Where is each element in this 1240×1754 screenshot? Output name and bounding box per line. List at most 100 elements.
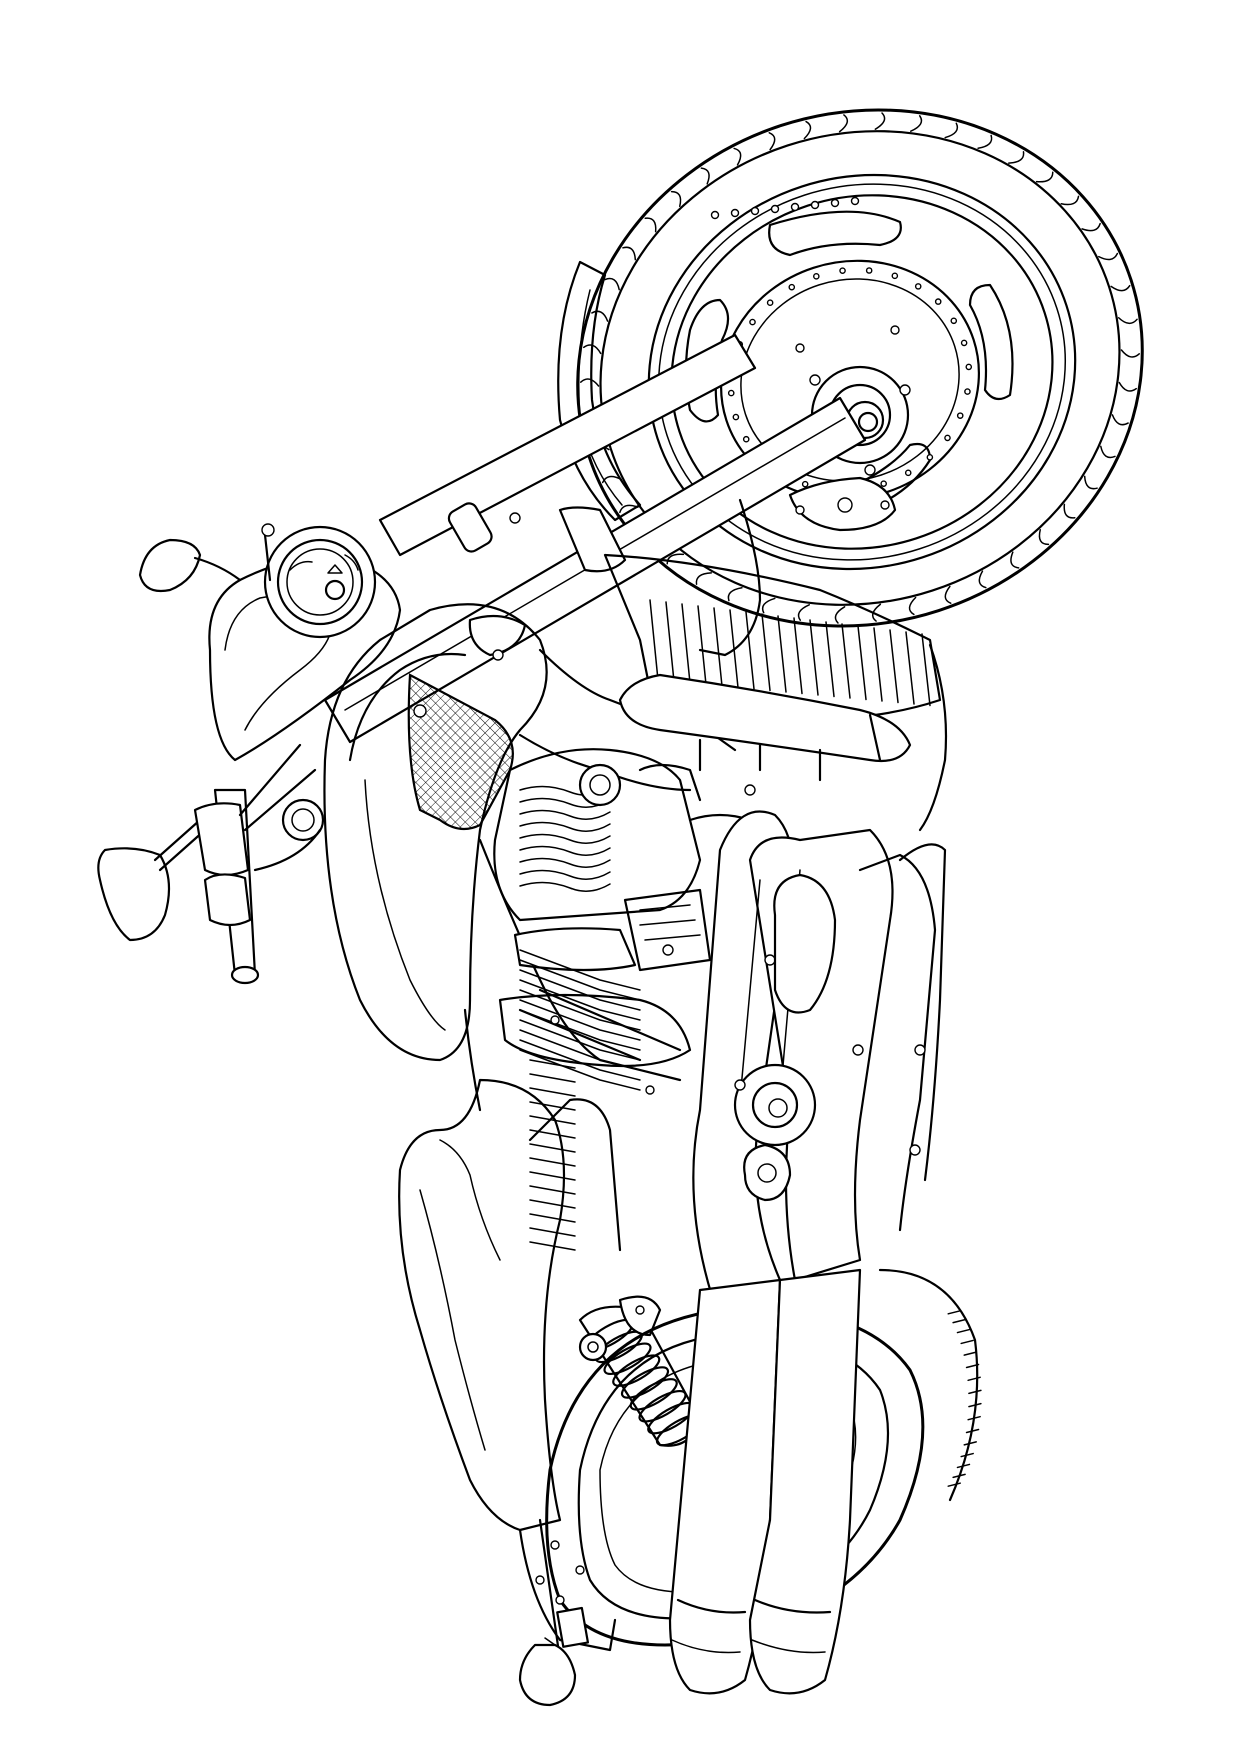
wheel-slot-hole	[770, 204, 780, 214]
tread-lug	[670, 190, 682, 207]
engine	[493, 748, 782, 1095]
radiator-fin	[793, 617, 803, 695]
tyre-tread	[579, 112, 1141, 624]
cooling-fin	[529, 1059, 576, 1069]
cylinder-fin	[519, 833, 611, 844]
tread-lug	[761, 597, 776, 614]
rear-tread-lug	[956, 1463, 971, 1469]
tread-lug	[1111, 414, 1129, 426]
radiator-fin	[921, 633, 931, 707]
tread-lug	[1110, 284, 1131, 292]
tread-lug	[604, 277, 620, 291]
tread-lug	[1010, 551, 1020, 569]
cylinder-fin	[519, 959, 641, 1001]
tread-lug	[1083, 475, 1098, 490]
cooling-fin	[529, 1185, 576, 1195]
cylinder-fin	[519, 845, 611, 856]
disc-hole	[742, 435, 750, 443]
cooling-fin	[529, 1227, 576, 1237]
rear-tread-lug	[967, 1415, 981, 1421]
disc-hole	[965, 363, 973, 371]
disc-hole	[732, 413, 740, 421]
front-wheel	[576, 108, 1144, 628]
tread-lug	[944, 122, 959, 139]
disc-hole	[749, 318, 756, 326]
tread-lug	[644, 217, 657, 233]
wheel-slot-hole	[710, 210, 720, 220]
tread-lug	[797, 604, 810, 621]
cylinder-fin	[519, 949, 641, 991]
mufflers	[668, 1268, 862, 1695]
disc-hole	[801, 480, 809, 488]
seat	[398, 1078, 622, 1532]
tread-lug	[695, 572, 713, 585]
cooling-fin	[529, 1171, 576, 1181]
tread-lug	[1100, 445, 1116, 459]
tread-lug	[1118, 381, 1137, 392]
exhaust-headers	[692, 810, 947, 1322]
radiator-fin	[873, 627, 883, 702]
tread-lug	[977, 134, 993, 150]
cooling-fin	[529, 1143, 576, 1153]
cylinder-fin	[519, 969, 641, 1011]
rear-tread-lug	[956, 1328, 971, 1334]
wheel-slot-hole	[810, 200, 820, 210]
cylinder-fin	[519, 989, 641, 1031]
disc-hole	[865, 267, 873, 274]
wheel-slot-hole	[730, 208, 740, 218]
rear-tread-lug	[968, 1402, 982, 1408]
cooling-fin	[529, 1101, 576, 1111]
spring-coil	[612, 1354, 661, 1387]
tread-lug	[700, 167, 710, 185]
tread-lug	[978, 570, 987, 589]
spring-coil	[603, 1342, 652, 1376]
cylinder-fin	[519, 881, 611, 892]
tread-lug	[1038, 529, 1050, 546]
tread-lug	[834, 606, 846, 624]
rear-tread-lug	[968, 1389, 982, 1395]
cooling-fin	[529, 1087, 576, 1097]
tread-lug	[803, 120, 812, 140]
rear-tread-lug	[960, 1339, 974, 1345]
wheel-slot-hole	[850, 196, 860, 206]
disc-hole	[956, 412, 964, 419]
tread-lug	[944, 585, 952, 604]
tread-lug	[1081, 222, 1101, 232]
disc-hole	[891, 272, 899, 280]
radiator-fin	[809, 619, 819, 696]
cylinder-fin	[519, 809, 611, 820]
cylinder-fin	[519, 869, 611, 880]
cylinder-fin	[519, 1029, 641, 1071]
radiator-fin	[729, 609, 739, 689]
cylinder-fin	[519, 1019, 641, 1061]
radiator-fin	[745, 611, 755, 690]
radiator-fin	[841, 623, 851, 699]
brake-disc	[710, 196, 981, 501]
cylinder-fin	[519, 1009, 641, 1051]
cylinder-fin	[519, 979, 641, 1021]
tread-lug	[1060, 195, 1080, 206]
tread-lug	[1117, 316, 1138, 325]
cylinder-fin	[519, 821, 611, 832]
cooling-fin	[529, 1157, 576, 1167]
rear-tread-lug	[967, 1376, 981, 1382]
tread-lug	[1007, 151, 1025, 164]
disc-hole	[944, 434, 951, 442]
disc-hole	[839, 267, 846, 274]
rear-tread-lug	[947, 1482, 961, 1487]
radiator-fin	[713, 607, 723, 687]
tread-lug	[666, 553, 685, 565]
tread-lug	[1063, 503, 1076, 519]
rear-tread-lug	[960, 1452, 974, 1458]
tread-lug	[838, 114, 849, 133]
cooling-fin	[529, 1199, 576, 1209]
tread-lug	[727, 586, 743, 602]
disc-hole	[914, 283, 922, 290]
disc-hole	[813, 273, 820, 280]
tread-lug	[622, 246, 637, 261]
disc-hole	[964, 388, 971, 395]
tread-lug	[591, 310, 609, 322]
radiator-fin	[777, 615, 787, 693]
wheel-slot-hole	[830, 198, 840, 208]
